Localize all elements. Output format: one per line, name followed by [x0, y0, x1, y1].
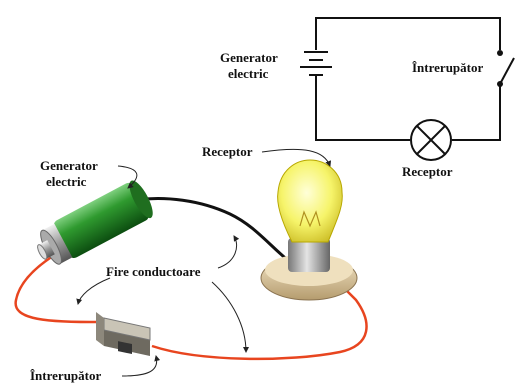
schematic-wire-bottom [315, 76, 501, 141]
schematic-circuit [300, 17, 515, 161]
arrow-switch [121, 355, 161, 377]
switch-symbol [497, 50, 515, 87]
switch-illustration [96, 312, 151, 356]
switch-label: Întrerupător [30, 368, 101, 383]
arrow-wire-3 [211, 281, 249, 353]
battery-illustration [37, 180, 153, 265]
schematic-switch-label: Întrerupător [412, 60, 483, 75]
arrow-wire-1 [217, 235, 240, 269]
receptor-label: Receptor [202, 144, 253, 159]
red-wire-left [14, 244, 112, 324]
red-wire-right [151, 287, 368, 361]
generator-label: Generator [40, 158, 98, 173]
arrow-generator [117, 165, 138, 189]
battery-symbol [300, 51, 332, 76]
schematic-wire [315, 17, 501, 50]
bulb-illustration [260, 159, 358, 301]
black-wire [135, 197, 291, 264]
schematic-receptor-label: Receptor [402, 164, 453, 179]
schematic-generator-label: Generator [220, 50, 278, 65]
wires-label: Fire conductoare [106, 264, 201, 279]
generator-label-2: electric [46, 174, 87, 189]
arrow-wire-2 [76, 277, 111, 305]
schematic-generator-label-2: electric [228, 66, 269, 81]
lamp-symbol [410, 119, 452, 161]
arrow-receptor [261, 148, 332, 167]
